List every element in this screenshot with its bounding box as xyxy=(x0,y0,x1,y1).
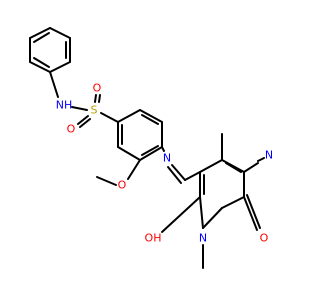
atom-label-o-sulfonyl-top: O xyxy=(93,82,102,95)
molecule-structure: NH S O O O N N N O OH xyxy=(29,27,273,269)
nitrile-triple-bond xyxy=(257,157,265,162)
sulfonyl-double-bond xyxy=(94,94,97,103)
benzene-bond xyxy=(117,146,141,161)
chain-ring-bond xyxy=(184,171,201,181)
nh-s-bond xyxy=(71,106,88,111)
atom-label-o-methoxy: O xyxy=(118,179,127,192)
sulfonyl-double-bond xyxy=(77,115,89,125)
methoxy-bond xyxy=(127,159,141,180)
phenyl-double-bond xyxy=(33,32,50,43)
pyridone-bond xyxy=(199,159,223,173)
atom-label-o-sulfonyl-bottom: O xyxy=(67,123,76,136)
atom-label-n-nitrile: N xyxy=(265,149,273,162)
pyridone-bond xyxy=(199,196,204,229)
phenyl-bond xyxy=(49,61,71,73)
sulfonyl-ring-bond xyxy=(100,112,119,123)
phenyl-bond xyxy=(29,27,51,39)
benzene-double-bond xyxy=(141,114,159,125)
pyridone-bond xyxy=(221,159,245,173)
imine-double-bond xyxy=(167,166,182,184)
methyl-bond xyxy=(96,176,117,186)
carbonyl-double-bond xyxy=(243,196,258,231)
atom-label-o-carbonyl: O xyxy=(260,232,269,245)
phenyl-nh-bond xyxy=(49,71,59,98)
phenyl-bond xyxy=(29,61,51,73)
phenyl-bond xyxy=(49,27,71,39)
atom-label-n-ring: N xyxy=(199,232,207,245)
benzene-bond xyxy=(139,109,163,123)
sulfonyl-double-bond xyxy=(79,118,91,128)
bond-layer xyxy=(29,27,265,269)
nitrile-bond xyxy=(243,162,259,173)
ring-n-bond xyxy=(161,146,165,152)
atom-label-s: S xyxy=(91,104,98,117)
imine-double-bond xyxy=(171,164,186,181)
carbonyl-double-bond xyxy=(246,194,261,229)
benzene-bond xyxy=(139,146,163,161)
atom-label-oh: OH xyxy=(145,232,162,245)
atom-label-nh: NH xyxy=(56,99,73,112)
pyridone-bond xyxy=(221,196,245,209)
sulfonyl-double-bond xyxy=(98,94,101,103)
benzene-double-bond xyxy=(141,145,159,156)
atom-label-n-imine: N xyxy=(163,152,171,165)
pyridone-double-bond xyxy=(225,162,242,173)
atom-label-layer: NH S O O O N N N O OH xyxy=(56,82,273,245)
c-oh-bond xyxy=(161,196,201,233)
pyridone-bond xyxy=(202,207,223,229)
phenyl-double-bond xyxy=(33,57,50,68)
benzene-bond xyxy=(117,109,141,123)
